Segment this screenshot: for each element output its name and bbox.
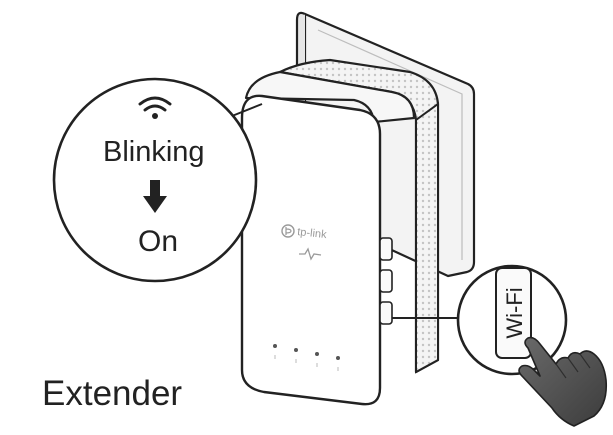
wifi-button-label: Wi-Fi <box>502 287 527 338</box>
led-indicator-row <box>273 344 340 371</box>
wifi-button[interactable] <box>495 267 532 359</box>
on-label: On <box>138 225 179 258</box>
down-arrow-icon <box>143 180 167 213</box>
heartbeat-icon <box>299 247 322 261</box>
led-dot <box>315 352 319 356</box>
blinking-label: Blinking <box>103 136 205 168</box>
tp-link-logo: tp-link <box>281 224 328 241</box>
led-dot <box>273 344 277 348</box>
extender-device <box>240 58 440 406</box>
brand-label: tp-link <box>297 226 328 241</box>
led-dot <box>336 356 340 360</box>
device-caption: Extender <box>42 374 183 413</box>
pointing-hand-icon <box>518 336 608 427</box>
led-dot <box>294 348 298 352</box>
wifi-signal-icon <box>138 96 172 119</box>
